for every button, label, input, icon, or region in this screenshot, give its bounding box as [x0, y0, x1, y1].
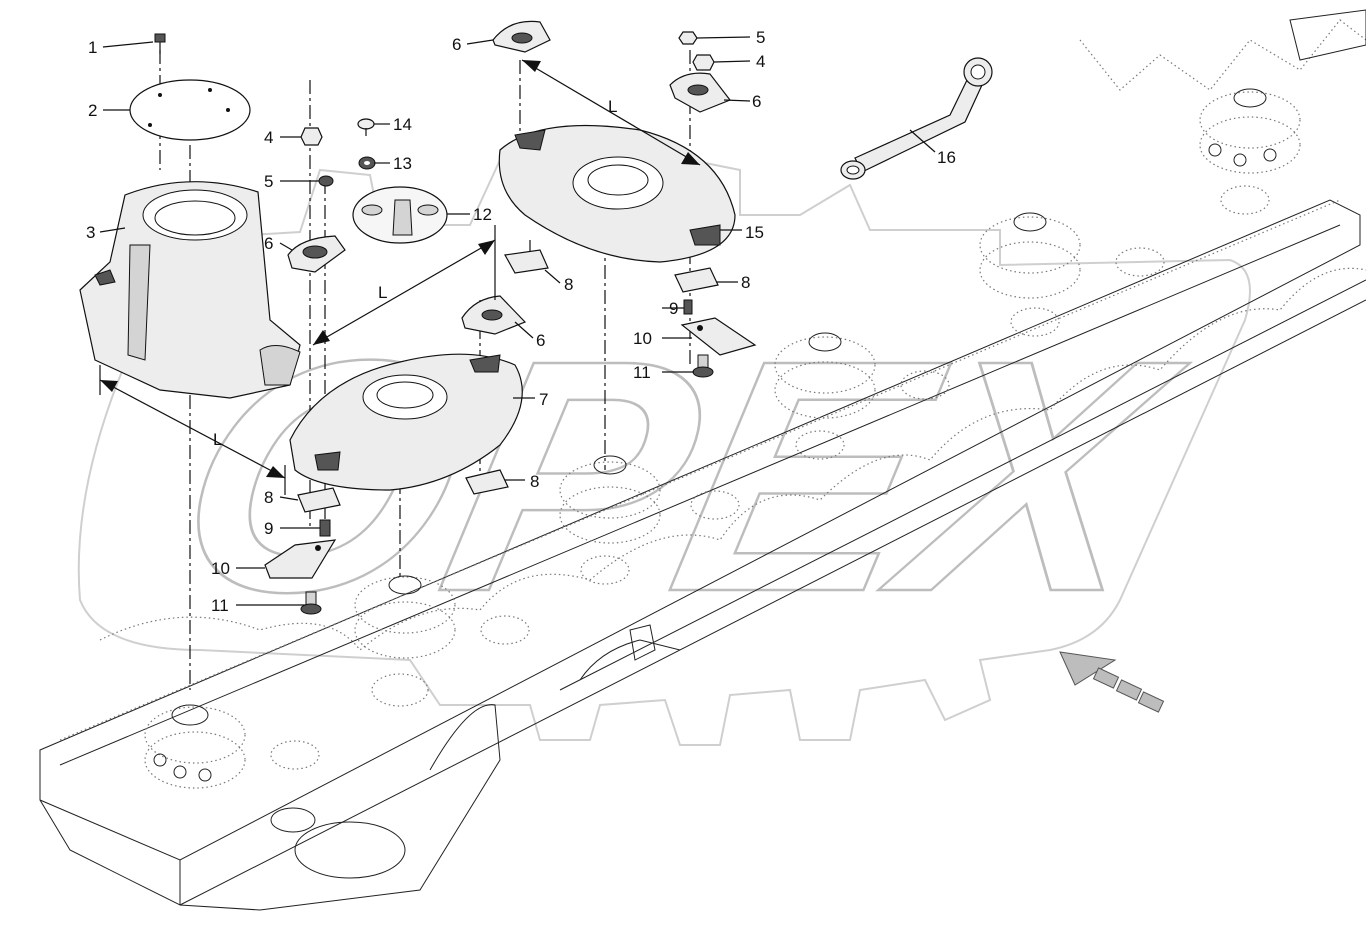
callout-8-b: 8 — [741, 273, 750, 292]
callout-11-right: 11 — [633, 363, 651, 382]
callout-6-lower: 6 — [536, 331, 545, 350]
part-13-washer — [358, 156, 376, 170]
part-15-disc — [498, 124, 736, 263]
part-6-clip-left — [287, 235, 346, 273]
callout-1: 1 — [88, 38, 97, 57]
callout-11-left: 11 — [211, 596, 229, 615]
callout-12: 12 — [473, 205, 492, 224]
part-8-plate-b — [674, 267, 719, 293]
hub-left — [144, 673, 429, 789]
callout-9-left: 9 — [264, 519, 273, 538]
callout-8-c: 8 — [530, 472, 539, 491]
part-4-nut-right — [692, 54, 715, 71]
part-16-wrench — [840, 57, 993, 180]
callouts: 1 2 3 4 5 6 14 13 12 6 5 4 6 16 15 8 8 9… — [86, 28, 956, 615]
part-9-bolt-right — [683, 299, 693, 315]
callout-4-right: 4 — [756, 52, 765, 71]
part-10-blade-right — [680, 317, 757, 356]
callout-6-right: 6 — [752, 92, 761, 111]
part-1-screw — [154, 33, 166, 54]
hub-right — [979, 185, 1270, 299]
part-10-blade-left — [264, 539, 337, 579]
part-8-plate-c — [297, 487, 341, 513]
callout-13: 13 — [393, 154, 412, 173]
callout-5-left: 5 — [264, 172, 273, 191]
hub-far-right — [1199, 88, 1301, 174]
hub-center — [559, 370, 950, 544]
dimension-L-3 — [521, 59, 701, 166]
cutter-bar — [39, 9, 1366, 911]
callout-4-left: 4 — [264, 128, 273, 147]
callout-8-a: 8 — [564, 275, 573, 294]
callout-10-right: 10 — [633, 329, 652, 348]
callout-16: 16 — [937, 148, 956, 167]
hub-center-right — [774, 247, 1165, 419]
part-9-bolt-left — [319, 519, 331, 537]
callout-14: 14 — [393, 115, 412, 134]
part-12-cap — [352, 186, 448, 244]
part-2-cover-plate — [129, 79, 251, 141]
callout-6-left: 6 — [264, 234, 273, 253]
callout-10-left: 10 — [211, 559, 230, 578]
callout-15: 15 — [745, 223, 764, 242]
dimension-label-L-3: L — [608, 97, 617, 116]
dimension-L-1 — [99, 365, 286, 495]
part-5-washer-left — [318, 175, 334, 187]
callout-2: 2 — [88, 101, 97, 120]
part-8-plate-a — [504, 249, 549, 274]
part-7-disc — [289, 353, 523, 491]
part-6-clip-lower — [461, 295, 527, 335]
callout-9-right: 9 — [669, 299, 678, 318]
part-14-bolt — [357, 118, 375, 136]
hub-center-left — [354, 555, 630, 659]
part-8-plate-d — [465, 469, 509, 495]
dimension-L-2 — [312, 225, 496, 346]
dimension-label-L-2: L — [378, 283, 387, 302]
leader-lines — [99, 36, 936, 606]
part-11-bolt-left — [300, 591, 322, 615]
part-3-drum — [79, 181, 301, 399]
part-4-nut-left — [300, 127, 323, 146]
callout-8-d: 8 — [264, 488, 273, 507]
dimension-label-L-1: L — [213, 430, 222, 449]
part-6-clip-right — [669, 72, 731, 113]
direction-arrow — [1059, 651, 1165, 713]
callout-7: 7 — [539, 390, 548, 409]
callout-3: 3 — [86, 223, 95, 242]
callout-5-right: 5 — [756, 28, 765, 47]
part-6-clip-top — [492, 20, 551, 53]
callout-6-top: 6 — [452, 35, 461, 54]
part-11-bolt-right — [692, 354, 714, 378]
part-5-washer-right — [678, 31, 698, 45]
